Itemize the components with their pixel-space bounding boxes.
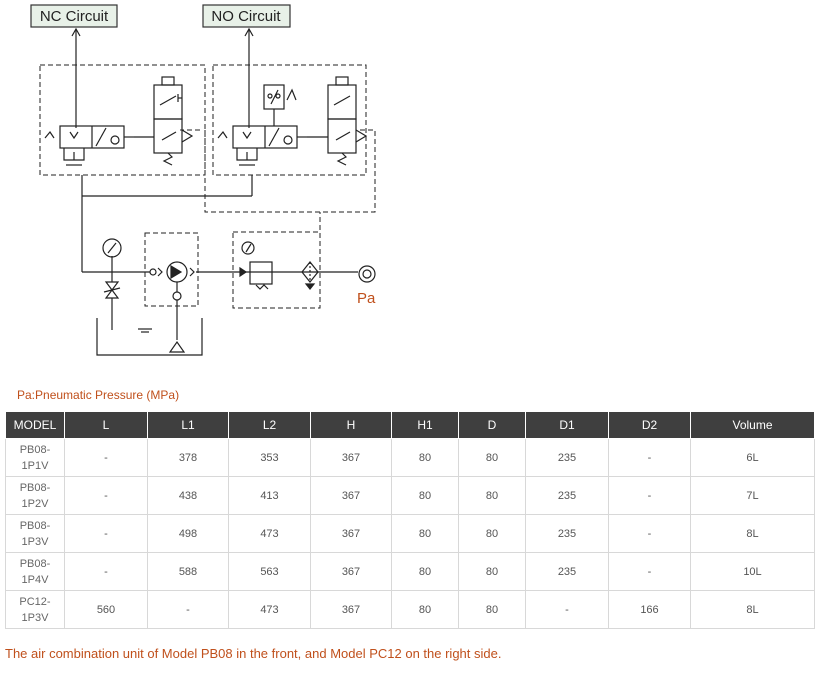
table-cell: 166 (608, 590, 691, 629)
model-cell: PB08-1P1V (5, 438, 65, 477)
table-cell: 10L (690, 552, 815, 591)
table-cell: 235 (525, 552, 609, 591)
table-cell: - (147, 590, 229, 629)
table-cell: 6L (690, 438, 815, 477)
model-cell: PB08-1P4V (5, 552, 65, 591)
pump-icon (149, 261, 195, 353)
col-l2: L2 (228, 411, 311, 439)
nc-solenoid-valve (153, 76, 194, 166)
col-model: MODEL (5, 411, 65, 439)
col-d2: D2 (608, 411, 691, 439)
table-cell: 367 (310, 476, 392, 515)
table-cell: 367 (310, 438, 392, 477)
pressure-switch-icon (263, 84, 297, 126)
pilot-line-no (204, 129, 376, 213)
table-cell: 498 (147, 514, 229, 553)
svg-text:NC Circuit: NC Circuit (40, 8, 109, 25)
table-cell: 413 (228, 476, 311, 515)
table-cell: 367 (310, 514, 392, 553)
no-circuit-label: NO Circuit (202, 4, 291, 28)
filter-icon (301, 261, 319, 290)
table-cell: 7L (690, 476, 815, 515)
table-cell: - (608, 514, 691, 553)
table-cell: 438 (147, 476, 229, 515)
nc-circuit-label: NC Circuit (30, 4, 118, 28)
model-cell: PB08-1P2V (5, 476, 65, 515)
pump-enclosure (144, 232, 199, 307)
table-cell: 367 (310, 552, 392, 591)
table-cell: 80 (391, 438, 459, 477)
table-cell: 560 (64, 590, 148, 629)
table-cell: 80 (458, 438, 526, 477)
col-d1: D1 (525, 411, 609, 439)
no-pilot-valve (217, 125, 307, 166)
table-cell: - (64, 514, 148, 553)
table-cell: - (608, 476, 691, 515)
table-cell: - (608, 552, 691, 591)
footer-note: The air combination unit of Model PB08 i… (5, 646, 502, 661)
reservoir-tank (96, 318, 203, 356)
table-cell: 235 (525, 438, 609, 477)
no-valve-enclosure (212, 64, 367, 176)
table-cell: 378 (147, 438, 229, 477)
table-cell: 353 (228, 438, 311, 477)
pa-label: Pa (357, 290, 376, 307)
nc-outlet-arrow (71, 27, 81, 128)
table-cell: 563 (228, 552, 311, 591)
table-cell: 80 (391, 590, 459, 629)
no-outlet-arrow (244, 27, 254, 128)
col-d: D (458, 411, 526, 439)
pneumatic-pressure-caption: Pa:Pneumatic Pressure (MPa) (17, 388, 180, 402)
table-cell: 8L (690, 514, 815, 553)
table-cell: 80 (458, 552, 526, 591)
svg-text:NO Circuit: NO Circuit (211, 8, 281, 25)
table-cell: 80 (458, 590, 526, 629)
nc-valve-enclosure (39, 64, 206, 176)
supply-lines (81, 175, 358, 273)
nc-pilot-valve (44, 125, 134, 166)
col-l1: L1 (147, 411, 229, 439)
table-cell: 367 (310, 590, 392, 629)
table-cell: 588 (147, 552, 229, 591)
table-cell: 473 (228, 590, 311, 629)
col-volume: Volume (690, 411, 815, 439)
table-cell: 235 (525, 476, 609, 515)
spec-header-row: MODEL L L1 L2 H H1 D D1 D2 Volume (5, 411, 815, 439)
table-cell: 80 (391, 552, 459, 591)
table-cell: - (64, 552, 148, 591)
regulator-icon (239, 241, 273, 290)
no-solenoid-valve (327, 76, 368, 166)
table-cell: - (64, 438, 148, 477)
pneumatic-circuit-diagram: NC Circuit NO Circuit (30, 4, 376, 356)
table-cell: 80 (391, 514, 459, 553)
col-h: H (310, 411, 392, 439)
table-cell: 80 (458, 514, 526, 553)
table-cell: 235 (525, 514, 609, 553)
table-cell: 80 (391, 476, 459, 515)
table-cell: - (608, 438, 691, 477)
table-cell: 8L (690, 590, 815, 629)
pa-inlet-port (358, 265, 376, 283)
pressure-gauge-icon (102, 238, 122, 258)
frl-enclosure (232, 231, 321, 309)
table-cell: - (64, 476, 148, 515)
spec-table: MODEL L L1 L2 H H1 D D1 D2 Volume PB08-1… (5, 411, 815, 629)
table-cell: 473 (228, 514, 311, 553)
col-l: L (64, 411, 148, 439)
table-cell: 80 (458, 476, 526, 515)
model-cell: PC12-1P3V (5, 590, 65, 629)
tank-valve-icon (103, 272, 121, 330)
model-cell: PB08-1P3V (5, 514, 65, 553)
table-cell: - (525, 590, 609, 629)
col-h1: H1 (391, 411, 459, 439)
